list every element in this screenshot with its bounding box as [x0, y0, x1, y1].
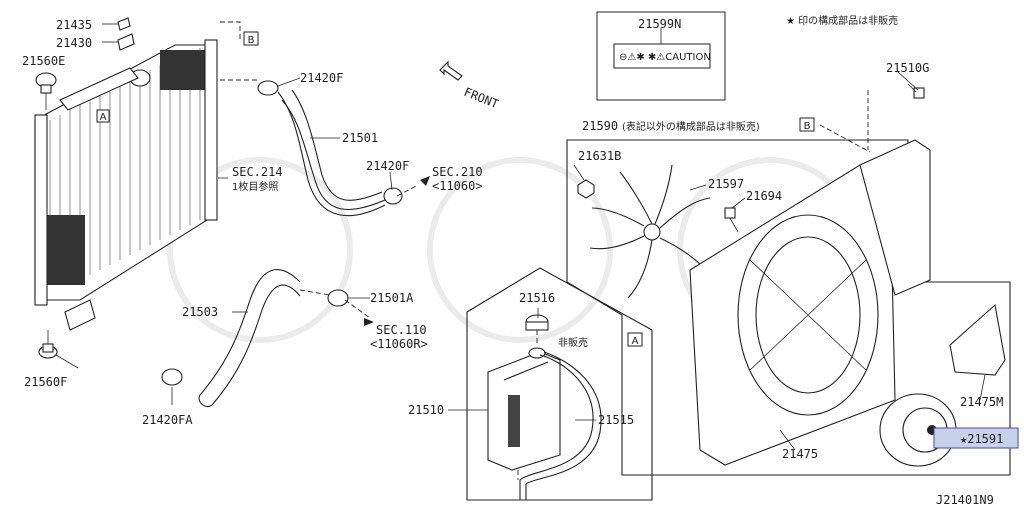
bolt-21510g[interactable] [907, 83, 925, 99]
clamp-21420f-mid[interactable] [383, 187, 403, 205]
label-21475[interactable]: 21475 [782, 447, 818, 461]
reservoir-group-frame [466, 267, 653, 501]
clamp-21501a[interactable] [327, 289, 349, 307]
reservoir-hose-21515[interactable] [519, 351, 602, 500]
label-sec210[interactable]: SEC.210 [432, 165, 483, 179]
hose-21503[interactable] [198, 269, 301, 408]
part-21430-bracket[interactable] [117, 33, 135, 51]
svg-text:A: A [632, 336, 639, 347]
radiator[interactable] [34, 39, 218, 331]
label-21590[interactable]: 21590 [582, 119, 618, 133]
label-21510g[interactable]: 21510G [886, 61, 929, 75]
label-21430[interactable]: 21430 [56, 36, 92, 50]
reservoir-cap-21516[interactable] [525, 314, 549, 331]
label-sec210-ref: <11060> [432, 179, 483, 193]
fan-blade-21597[interactable] [589, 164, 711, 299]
label-21420fa[interactable]: 21420FA [142, 413, 193, 427]
label-21694[interactable]: 21694 [746, 189, 782, 203]
svg-text:B: B [248, 35, 255, 46]
label-21420f-mid[interactable]: 21420F [366, 159, 409, 173]
label-sec110[interactable]: SEC.110 [376, 323, 427, 337]
leader-lines [55, 23, 986, 451]
ref-box-b-radiator: B [243, 31, 259, 46]
label-21590-note: (表記以外の構成部品は非販売) [622, 120, 760, 133]
part-21435-grommet[interactable] [117, 17, 131, 31]
fan-shroud-21475[interactable] [689, 139, 931, 466]
svg-text:B: B [804, 121, 811, 132]
caution-label-text: ⊖⚠✱ ✱⚠CAUTION [619, 52, 711, 63]
bolt-21631b[interactable] [577, 179, 595, 199]
seal-21475m[interactable] [949, 303, 1006, 376]
label-21560f[interactable]: 21560F [24, 375, 67, 389]
ref-box-b-fan: B [799, 117, 815, 132]
label-front: FRONT [462, 85, 501, 112]
reservoir-tank-21510[interactable] [487, 347, 561, 471]
clamp-21420fa[interactable] [161, 368, 183, 386]
label-21631b[interactable]: 21631B [578, 149, 621, 163]
ref-box-a-radiator: A [96, 109, 110, 123]
highlight-21591 [933, 427, 1019, 449]
label-21515[interactable]: 21515 [598, 413, 634, 427]
label-21597[interactable]: 21597 [708, 177, 744, 191]
label-21435[interactable]: 21435 [56, 18, 92, 32]
label-21516[interactable]: 21516 [519, 291, 555, 305]
label-sec110-ref: <11060R> [370, 337, 428, 351]
front-arrow [439, 60, 463, 81]
hose-21501[interactable] [277, 89, 386, 217]
label-21591[interactable]: ★21591 [960, 432, 1003, 446]
label-21510[interactable]: 21510 [408, 403, 444, 417]
label-not-sold: 非販売 [558, 336, 588, 349]
part-21560e-plug[interactable] [35, 72, 57, 110]
diagram-id: J21401N9 [936, 493, 994, 507]
label-21503[interactable]: 21503 [182, 305, 218, 319]
label-21501a[interactable]: 21501A [370, 291, 414, 305]
label-21420f-top[interactable]: 21420F [300, 71, 343, 85]
label-21599n[interactable]: 21599N [638, 17, 681, 31]
clamp-21420f-top[interactable] [257, 80, 279, 96]
label-21475m[interactable]: 21475M [960, 395, 1003, 409]
ref-box-a-hose: A [627, 332, 643, 347]
caution-label[interactable] [613, 43, 711, 69]
label-sec214-note: 1枚目参照 [232, 180, 278, 193]
arrow-sec210 [420, 176, 430, 186]
bolt-21694[interactable] [724, 207, 739, 233]
legend-note: ★ 印の構成部品は非販売 [786, 14, 898, 27]
part-21560f-plug[interactable] [38, 330, 58, 359]
arrow-sec110 [364, 318, 374, 326]
label-sec214[interactable]: SEC.214 [232, 165, 283, 179]
label-21560e[interactable]: 21560E [22, 54, 65, 68]
svg-text:A: A [100, 112, 107, 123]
label-21501[interactable]: 21501 [342, 131, 378, 145]
